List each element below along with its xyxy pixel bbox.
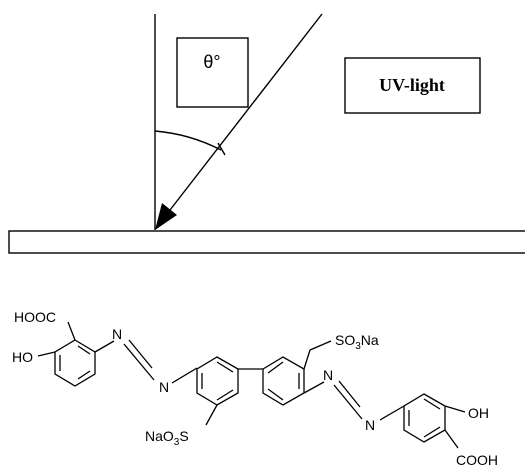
benzene-ring-1 xyxy=(54,339,96,387)
angle-label: θ° xyxy=(203,52,220,72)
uv-light-label-box: UV-light xyxy=(344,57,481,114)
so3na-label-top: SO3Na xyxy=(335,332,379,352)
nitrogen-label-4: N xyxy=(365,417,375,433)
benzene-ring-2 xyxy=(196,356,239,406)
azo-bond-2 xyxy=(333,384,363,420)
uv-light-arrowhead xyxy=(155,203,177,230)
azo-bond-1 xyxy=(123,343,155,381)
hooc-label: HOOC xyxy=(14,309,56,325)
oh-bond-left xyxy=(37,351,56,357)
illumination-setup: θ° UV-light xyxy=(8,13,525,254)
angle-arc-tick xyxy=(217,142,226,156)
nao3s-label: NaO3S xyxy=(145,428,189,448)
substrate-plate xyxy=(8,230,525,254)
cooh-bond-left xyxy=(67,321,76,341)
ho-label: HO xyxy=(12,349,33,365)
uv-light-ray xyxy=(169,13,323,211)
azo-dye-molecule xyxy=(37,321,466,449)
benzene-ring-4 xyxy=(403,393,446,443)
benzene-ring-3 xyxy=(262,356,305,406)
oh-label: OH xyxy=(468,405,489,421)
nitrogen-label-2: N xyxy=(159,379,169,395)
molecule-labels: HOOC HO N N SO3Na NaO3S N N OH COOH xyxy=(12,309,498,468)
uv-light-label: UV-light xyxy=(379,75,445,95)
cooh-label: COOH xyxy=(456,452,498,468)
nitrogen-label-3: N xyxy=(323,367,333,383)
incidence-angle-arc xyxy=(154,130,222,151)
nitrogen-label-1: N xyxy=(112,326,122,342)
angle-label-box: θ° xyxy=(176,37,249,108)
